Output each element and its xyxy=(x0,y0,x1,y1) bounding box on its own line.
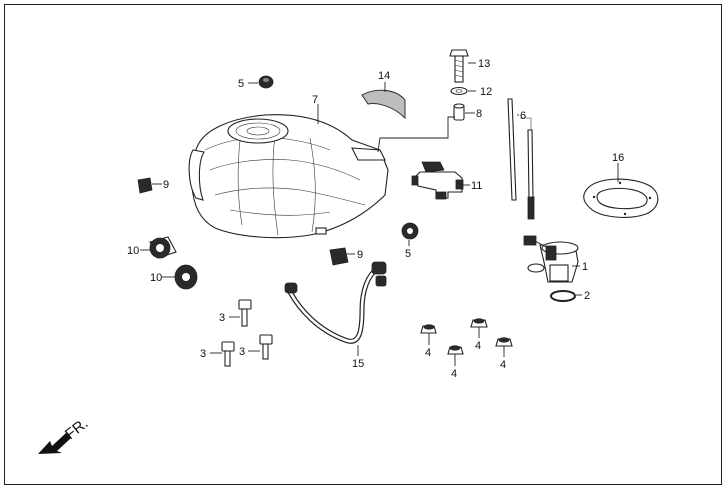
callout-14: 14 xyxy=(378,70,390,82)
nut-4-a xyxy=(420,324,437,334)
collar-3-c xyxy=(259,334,273,360)
diagram-frame xyxy=(4,4,722,485)
callout-8: 8 xyxy=(476,108,482,120)
collar-3-a xyxy=(238,299,252,327)
grommet-8 xyxy=(453,103,465,121)
collar-3-b xyxy=(221,341,235,367)
callout-5a: 5 xyxy=(238,78,244,90)
damper-10-lower xyxy=(174,264,198,290)
callout-10a: 10 xyxy=(127,245,139,257)
cover-14 xyxy=(361,89,406,120)
callout-4d: 4 xyxy=(500,359,506,371)
front-direction-arrow: FR. xyxy=(38,415,92,454)
cushion-9-right xyxy=(329,247,349,266)
callout-4c: 4 xyxy=(451,368,457,380)
hose-15 xyxy=(284,261,387,344)
callout-3b: 3 xyxy=(200,348,206,360)
callout-4b: 4 xyxy=(475,340,481,352)
callout-16: 16 xyxy=(612,152,624,164)
fuel-tank xyxy=(188,114,389,239)
callout-10b: 10 xyxy=(150,272,162,284)
callout-6: 6 xyxy=(520,110,526,122)
bolt-13 xyxy=(449,49,469,83)
callout-7: 7 xyxy=(312,94,318,106)
washer-12 xyxy=(450,86,468,96)
cushion-5-lower xyxy=(401,222,419,240)
callout-5b: 5 xyxy=(405,248,411,260)
nut-4-d xyxy=(495,337,513,347)
rod-6 xyxy=(507,98,535,220)
callout-9a: 9 xyxy=(163,179,169,191)
plate-16 xyxy=(583,178,659,218)
o-ring-2 xyxy=(550,290,576,302)
fuel-pump-1 xyxy=(523,235,579,283)
cushion-9-left xyxy=(137,177,153,194)
cushion-5-top xyxy=(258,75,274,89)
callout-1: 1 xyxy=(582,261,588,273)
nut-4-c xyxy=(447,345,464,355)
bracket-11 xyxy=(411,161,464,200)
callout-2: 2 xyxy=(584,290,590,302)
callout-13: 13 xyxy=(478,58,490,70)
callout-3c: 3 xyxy=(239,346,245,358)
damper-10-upper xyxy=(149,236,177,259)
callout-15: 15 xyxy=(352,358,364,370)
callout-3a: 3 xyxy=(219,312,225,324)
leader-lines xyxy=(140,62,619,366)
nut-4-b xyxy=(470,318,488,328)
callout-4a: 4 xyxy=(425,347,431,359)
callout-12: 12 xyxy=(480,86,492,98)
callout-labels: 5 7 14 13 12 8 6 16 9 11 10 10 5 9 1 2 3… xyxy=(127,58,624,380)
callout-9b: 9 xyxy=(357,249,363,261)
callout-11: 11 xyxy=(471,180,482,192)
